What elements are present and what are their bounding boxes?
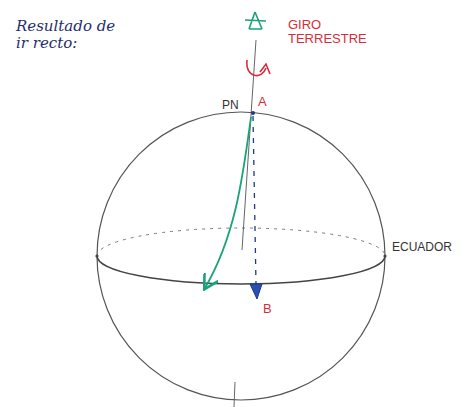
rotation-label: GIRO TERRESTRE — [288, 18, 366, 47]
equator-label: ECUADOR — [392, 241, 452, 254]
point-a — [251, 111, 255, 115]
deflected-path — [205, 117, 251, 288]
equator-back — [97, 228, 385, 256]
point-label: B — [263, 302, 272, 316]
note-text: Resultado de ir recto: — [16, 18, 121, 51]
rotation-arrowhead — [260, 64, 270, 74]
point-label: A — [258, 95, 267, 109]
equator-point — [95, 254, 98, 257]
equator-point — [383, 254, 386, 257]
equator-front — [97, 256, 385, 284]
earth-axis — [234, 382, 235, 407]
pole-label: PN — [222, 99, 239, 112]
b-arrowhead — [250, 284, 262, 299]
sphere-outline — [97, 112, 385, 400]
star-symbol — [245, 12, 266, 29]
straight-path — [253, 116, 256, 284]
